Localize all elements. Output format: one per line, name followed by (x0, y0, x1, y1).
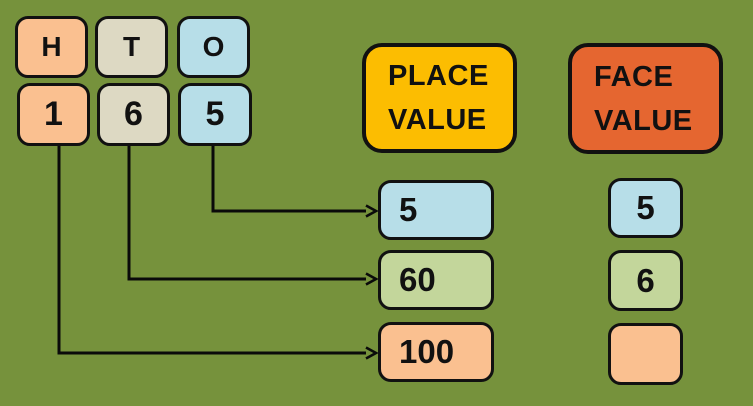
place-value-header: PLACE VALUE (362, 43, 517, 153)
place-value-header-line2: VALUE (388, 104, 487, 136)
arrow-ones-to-place-value (211, 146, 379, 218)
tile-tens-header: T (95, 16, 168, 78)
face-value-header-line1: FACE (594, 60, 674, 93)
place-value-header-line1: PLACE (388, 60, 489, 92)
tile-digit-tens: 6 (97, 83, 170, 146)
face-value-box-hundreds-empty (608, 323, 683, 385)
face-value-header: FACE VALUE (568, 43, 723, 154)
face-value-header-line2: VALUE (594, 104, 693, 137)
tile-digit-hundreds: 1 (17, 83, 90, 146)
place-value-box-hundreds: 100 (378, 322, 494, 382)
tile-digit-ones: 5 (178, 83, 252, 146)
arrow-hundreds-to-place-value (57, 146, 379, 360)
place-value-box-tens: 60 (378, 250, 494, 310)
face-value-box-ones: 5 (608, 178, 683, 238)
face-value-box-tens: 6 (608, 250, 683, 311)
tile-ones-header: O (177, 16, 250, 78)
tile-hundreds-header: H (15, 16, 88, 78)
arrow-tens-to-place-value (127, 146, 379, 286)
place-value-box-ones: 5 (378, 180, 494, 240)
